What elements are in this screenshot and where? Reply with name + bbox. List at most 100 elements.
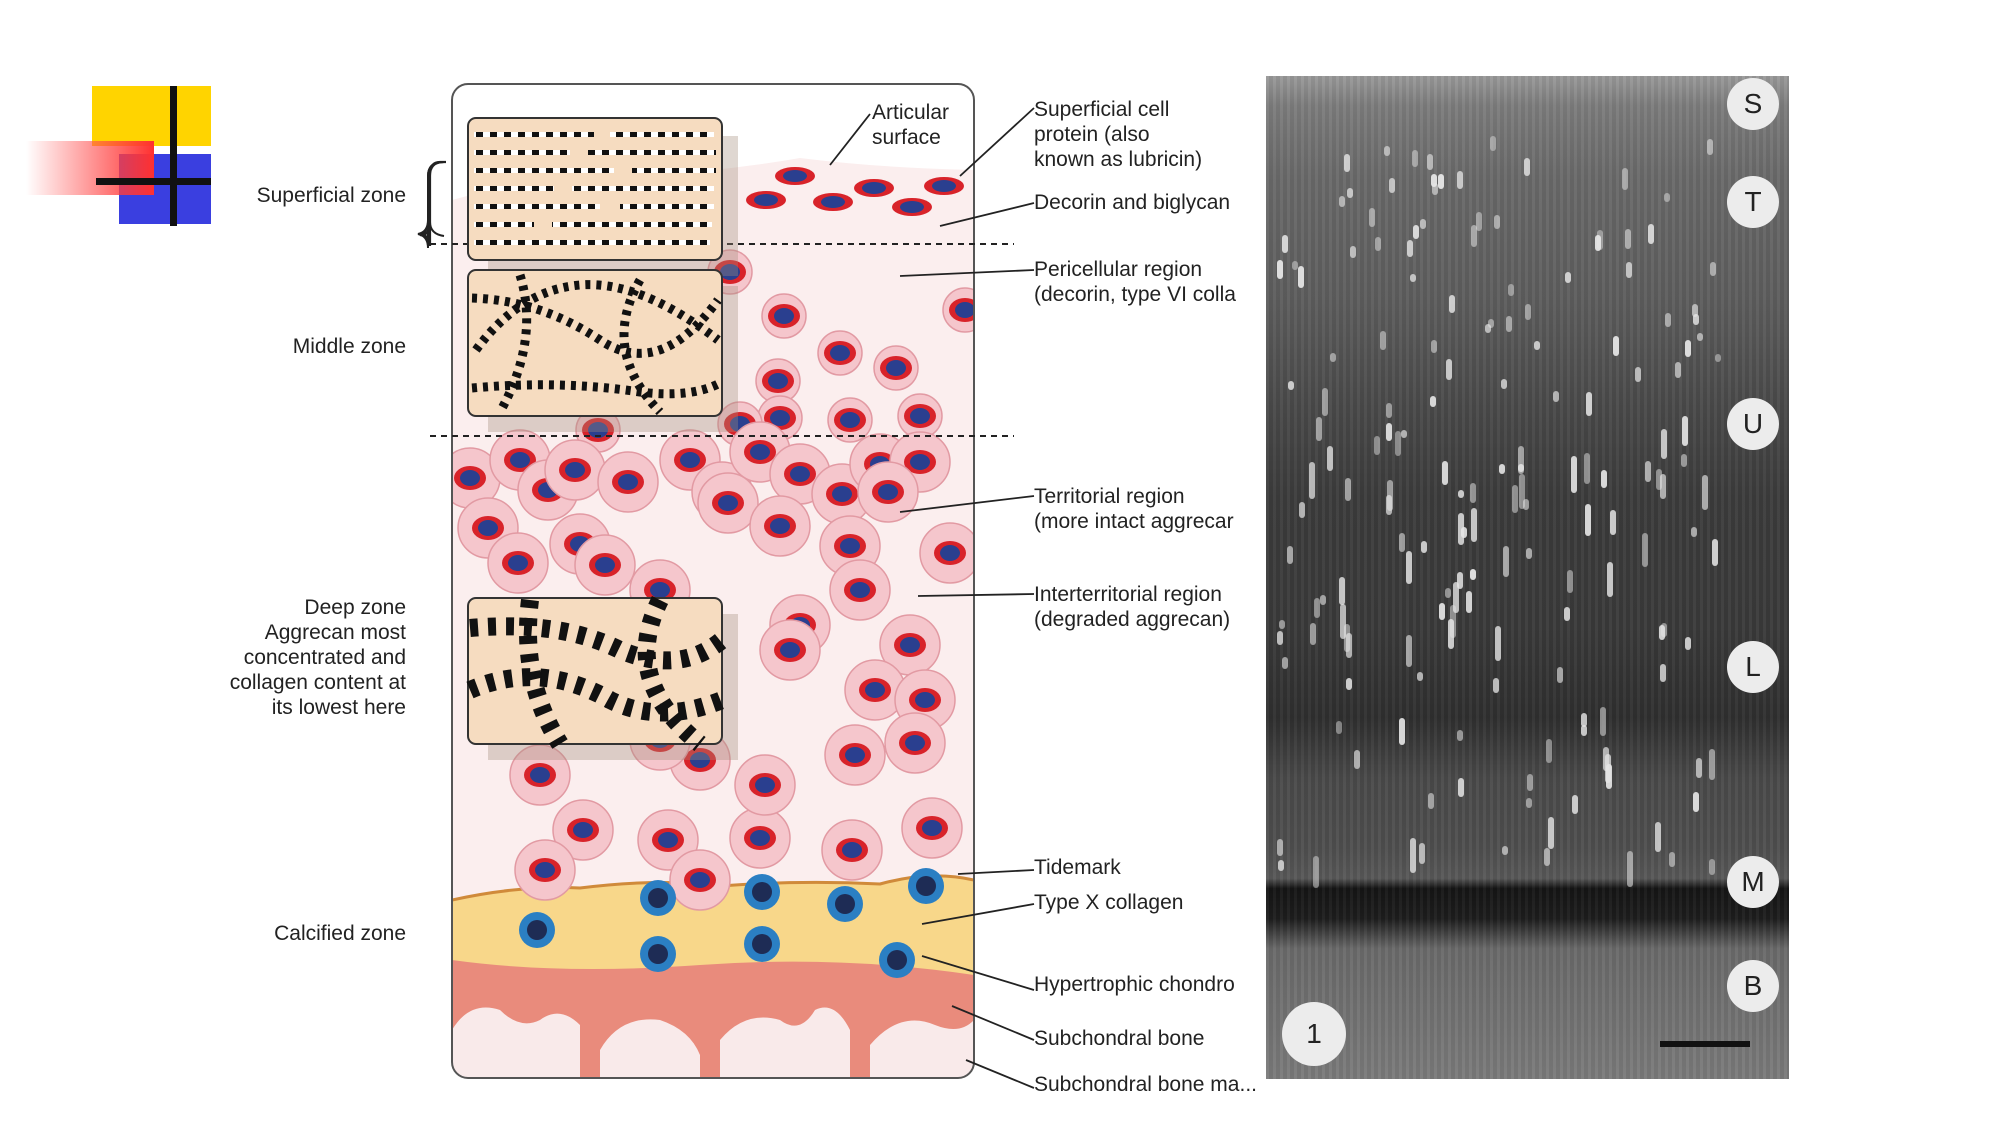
lacuna (1286, 546, 1293, 565)
lacuna (1571, 795, 1578, 814)
fibril-inset-superficial (467, 117, 738, 276)
lacuna (1445, 587, 1452, 599)
zone-deep-line-2: Aggrecan most (264, 621, 406, 644)
lacuna (1470, 569, 1477, 581)
lacuna (1584, 453, 1591, 485)
lacuna (1400, 430, 1407, 439)
lacuna (1385, 423, 1392, 441)
lacuna (1647, 224, 1654, 244)
lacuna (1430, 396, 1437, 407)
lacuna (1309, 461, 1316, 499)
lacuna (1469, 483, 1476, 503)
lacuna (1505, 315, 1512, 332)
zone-deep-line-4: collagen content at (229, 671, 406, 694)
lacuna (1450, 604, 1457, 639)
lacuna (1427, 154, 1434, 171)
cell-nucleus (478, 520, 498, 536)
cell-nucleus (720, 264, 740, 280)
cell-nucleus (588, 422, 608, 438)
lacuna (1604, 754, 1611, 783)
lacuna (1500, 378, 1507, 389)
lacuna (1339, 576, 1346, 606)
lacuna (1431, 340, 1438, 353)
lacuna (1695, 757, 1702, 778)
cell-nucleus (750, 830, 770, 846)
lacuna (1495, 625, 1502, 662)
lacuna (1498, 463, 1505, 475)
lacuna (1518, 446, 1525, 475)
lacuna (1430, 173, 1437, 187)
lacuna (1526, 774, 1533, 791)
lacuna (1319, 594, 1326, 606)
lacuna (1326, 446, 1333, 472)
cell-nucleus (690, 872, 710, 888)
hypertrophic-cells (519, 868, 944, 978)
logo-mark (26, 86, 211, 226)
marker-m: M (1727, 856, 1779, 908)
lacuna (1421, 540, 1428, 554)
lacuna (1439, 602, 1446, 620)
cell-nucleus (910, 408, 930, 424)
lacuna (1349, 245, 1356, 258)
lacuna (1409, 273, 1416, 283)
lacuna (1412, 150, 1419, 167)
lacuna (1395, 430, 1402, 457)
fibril-inset-middle (467, 269, 738, 432)
cell-nucleus (915, 692, 935, 708)
lacuna (1715, 353, 1722, 363)
cell-nucleus (573, 822, 593, 838)
lacuna (1441, 461, 1448, 486)
cell-nucleus (780, 642, 800, 658)
lacuna (1386, 480, 1393, 512)
lacuna (1432, 183, 1439, 195)
cell-nucleus (940, 545, 960, 561)
lacuna (1398, 717, 1405, 746)
cell-nucleus (768, 373, 788, 389)
marker-s: S (1727, 78, 1779, 130)
lacuna (1282, 657, 1289, 670)
lacuna (1277, 631, 1284, 646)
lacuna (1663, 193, 1670, 203)
lacuna (1685, 339, 1692, 357)
cell-nucleus (508, 555, 528, 571)
lacuna (1546, 738, 1553, 763)
lacuna (1492, 677, 1499, 693)
lacuna (1458, 489, 1465, 498)
lacuna (1409, 838, 1416, 873)
lacuna (1488, 319, 1495, 329)
lacuna (1471, 225, 1478, 247)
lacuna (1525, 547, 1532, 560)
cell-nucleus (910, 454, 930, 470)
cell-nucleus (850, 582, 870, 598)
lacuna (1566, 569, 1573, 593)
lacuna (1445, 359, 1452, 380)
lacuna (1681, 415, 1688, 447)
lacuna (1524, 303, 1531, 321)
lacuna (1406, 239, 1413, 257)
lacuna (1709, 749, 1716, 781)
lacuna (1606, 561, 1613, 598)
lacuna (1706, 138, 1713, 156)
lacuna (1438, 174, 1445, 189)
lacuna (1511, 484, 1518, 514)
lacuna (1635, 367, 1642, 382)
lacuna (1517, 463, 1524, 473)
cell-nucleus (595, 557, 615, 573)
callout-articular-surface: Articular surface (872, 101, 950, 149)
cell-nucleus (922, 820, 942, 836)
superficial-cells (746, 167, 964, 216)
micrograph-texture (1266, 76, 1789, 1079)
marker-b: B (1727, 960, 1779, 1012)
lacuna (1681, 453, 1688, 467)
lacuna (1388, 178, 1395, 193)
lacuna (1354, 750, 1361, 769)
lacuna (1553, 391, 1560, 403)
lacuna (1277, 259, 1284, 280)
cell-nucleus (690, 752, 710, 768)
lacuna (1346, 678, 1353, 691)
lacuna (1406, 634, 1413, 667)
lacuna (1343, 154, 1350, 172)
zone-label-deep: Deep zone Aggrecan most concentrated and… (196, 595, 406, 720)
micrograph (1266, 76, 1789, 1079)
